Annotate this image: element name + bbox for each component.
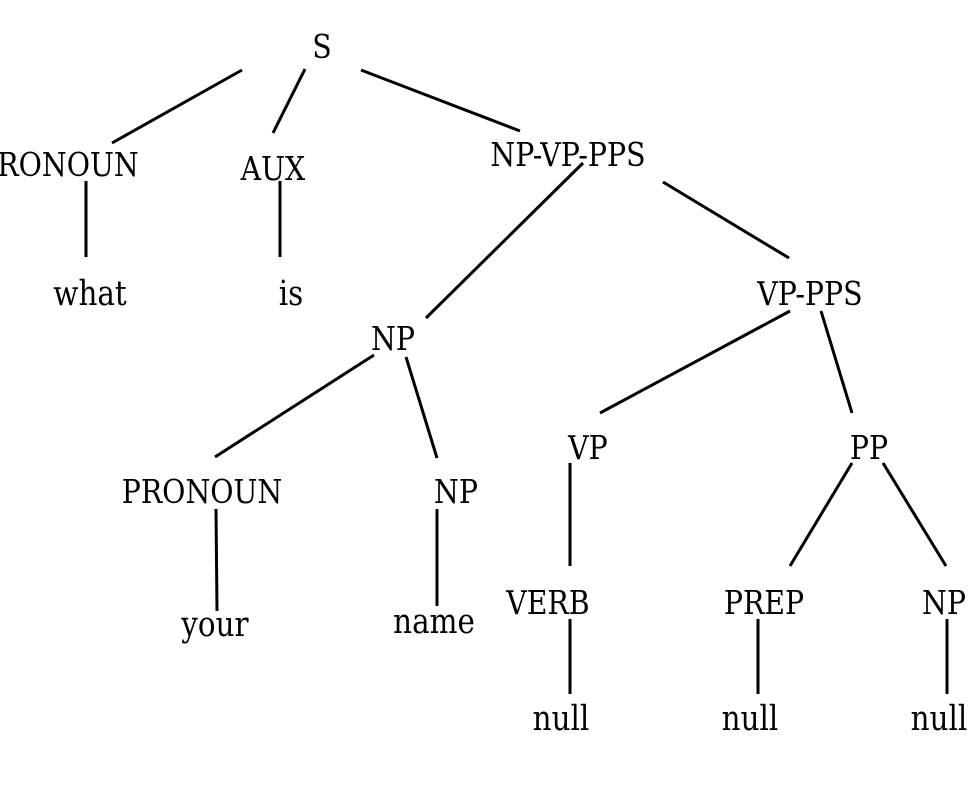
node-np-vp-pps: NP-VP-PPS xyxy=(490,136,645,175)
node-name: name xyxy=(393,601,475,642)
node-what: what xyxy=(53,273,126,314)
edge-pronoun-2-to-your xyxy=(214,508,219,612)
node-aux: AUX xyxy=(240,150,306,189)
tree-edges xyxy=(84,68,949,694)
node-is: is xyxy=(279,273,303,314)
node-null-3: null xyxy=(911,698,968,739)
edge-s-to-np-vp-pps xyxy=(360,68,521,133)
edge-pp-to-prep xyxy=(788,462,854,567)
node-np-1: NP xyxy=(371,320,415,359)
node-vp: VP xyxy=(567,429,608,468)
edge-pp-to-np-3 xyxy=(881,462,948,567)
edge-vp-pps-to-vp xyxy=(599,309,791,415)
edge-np-vp-pps-to-vp-pps xyxy=(662,180,790,260)
node-your: your xyxy=(180,604,249,645)
edge-s-to-pronoun-1 xyxy=(111,68,243,145)
node-s: S xyxy=(312,28,331,67)
node-prep: PREP xyxy=(724,584,804,623)
node-pp: PP xyxy=(850,429,888,468)
edge-np-1-to-np-2 xyxy=(404,356,439,459)
edge-vp-pps-to-pp xyxy=(819,310,854,414)
node-vp-pps: VP-PPS xyxy=(756,275,862,314)
node-pronoun-2: PRONOUN xyxy=(122,473,283,512)
node-pronoun-1: RONOUN xyxy=(0,146,139,185)
node-np-2: NP xyxy=(434,473,478,512)
node-verb: VERB xyxy=(505,584,589,623)
node-null-2: null xyxy=(722,698,779,739)
edge-np-1-to-pronoun-2 xyxy=(214,353,375,459)
edge-s-to-aux xyxy=(271,68,307,134)
edge-np-vp-pps-to-np-1 xyxy=(424,161,585,320)
node-null-1: null xyxy=(533,698,590,739)
node-np-3: NP xyxy=(922,584,966,623)
